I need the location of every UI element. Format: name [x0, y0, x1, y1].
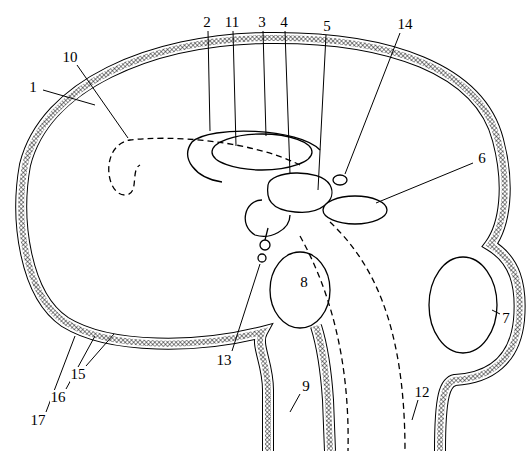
callout-number: 16	[50, 390, 67, 405]
callout-number: 2	[202, 15, 212, 30]
callout-number: 1	[28, 80, 38, 95]
brain-wall	[21, 38, 519, 451]
brain-structures	[109, 131, 497, 451]
callout-number: 15	[70, 367, 87, 382]
callout-number: 14	[397, 17, 414, 32]
callout-number: 12	[414, 385, 431, 400]
callout-number: 8	[299, 275, 309, 290]
callout-number: 17	[30, 413, 47, 428]
callout-number: 9	[301, 379, 311, 394]
callout-number: 7	[501, 311, 511, 326]
callout-number: 4	[279, 15, 289, 30]
callout-number: 10	[62, 50, 79, 65]
callout-number: 6	[477, 151, 487, 166]
leader-lines	[43, 31, 500, 420]
callout-number: 13	[216, 353, 233, 368]
callout-number: 5	[322, 19, 332, 34]
callout-number: 3	[257, 15, 267, 30]
callout-number: 11	[224, 15, 240, 30]
